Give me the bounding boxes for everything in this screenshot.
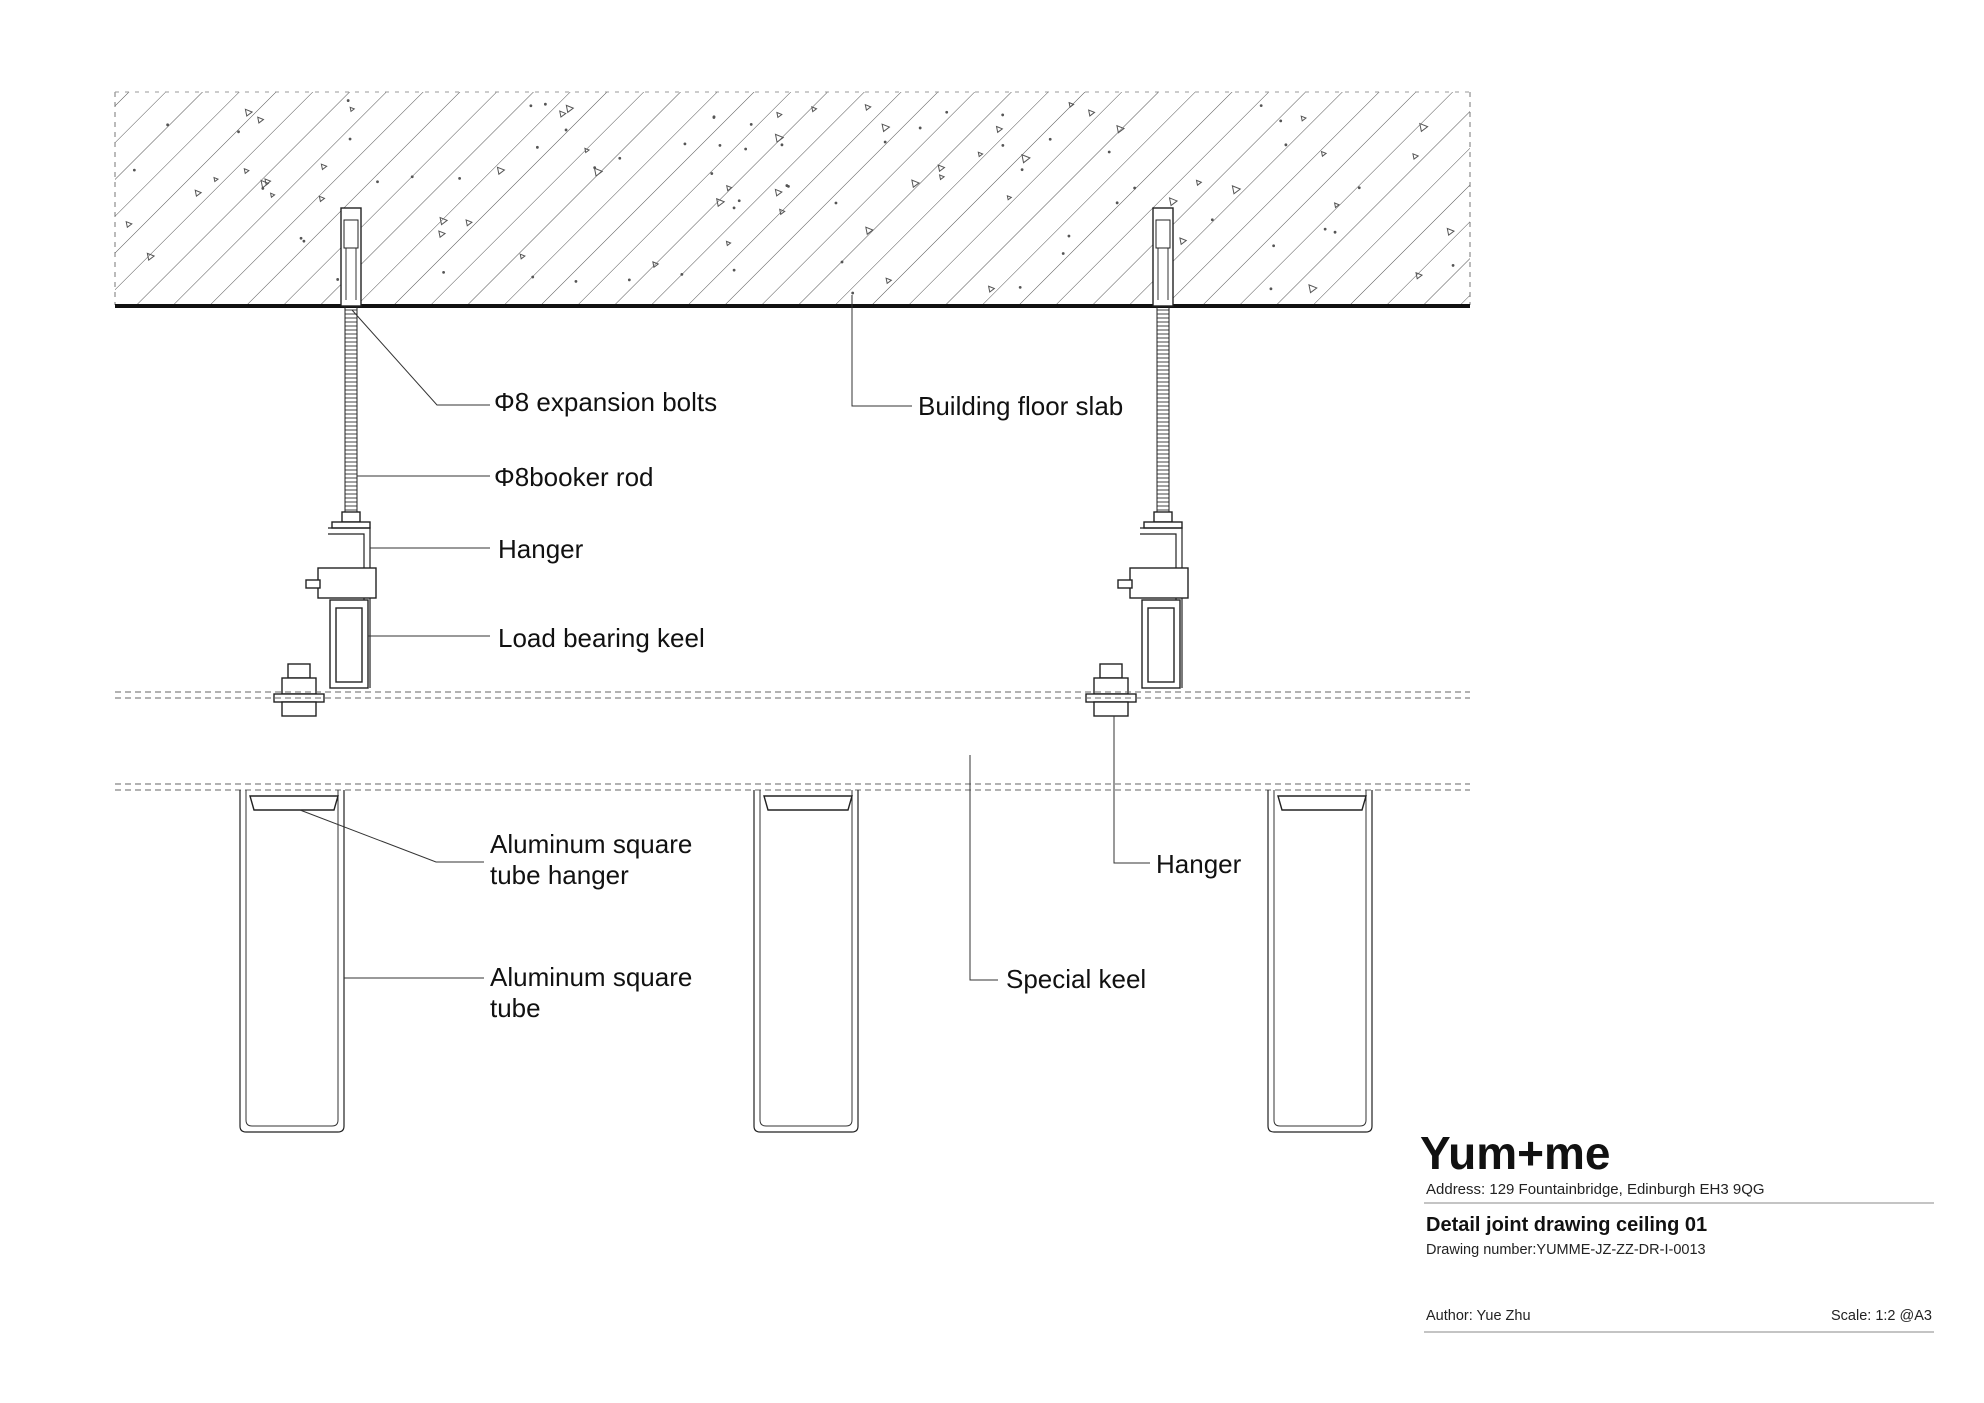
label-booker-rod: Φ8booker rod: [494, 462, 654, 492]
hanger-bracket: [305, 527, 377, 688]
aluminum-square-tube-hanger: [249, 795, 339, 811]
expansion-bolt: [1152, 207, 1174, 307]
lower-hanger-clip: [273, 663, 325, 717]
title-block: Yum+me Address: 129 Fountainbridge, Edin…: [1420, 1127, 1934, 1333]
drawing-number: Drawing number:YUMME-JZ-ZZ-DR-I-0013: [1426, 1242, 1706, 1258]
scale: Scale: 1:2 @A3: [1831, 1308, 1932, 1324]
label-tube-hanger-line2: tube hanger: [490, 860, 629, 890]
address: Address: 129 Fountainbridge, Edinburgh E…: [1426, 1181, 1765, 1198]
callout-labels: Φ8 expansion bolts Building floor slab Φ…: [490, 387, 1242, 1023]
label-hanger-right: Hanger: [1156, 849, 1242, 879]
label-hanger-top: Hanger: [498, 534, 584, 564]
special-keel: [115, 691, 1470, 791]
brand-logo: Yum+me: [1420, 1127, 1611, 1179]
drawing-title: Detail joint drawing ceiling 01: [1426, 1214, 1707, 1236]
aluminum-square-tube-hanger: [763, 795, 853, 811]
aluminum-square-tube-1: [239, 790, 345, 1133]
label-tube-line1: Aluminum square: [490, 962, 692, 992]
aluminum-square-tube-3: [1267, 790, 1373, 1133]
left-suspension-assembly: [273, 207, 377, 717]
label-tube-hanger-line1: Aluminum square: [490, 829, 692, 859]
aluminum-square-tube-2: [753, 790, 859, 1133]
label-floor-slab: Building floor slab: [918, 391, 1123, 421]
label-tube-line2: tube: [490, 993, 541, 1023]
aluminum-square-tube-hanger: [1277, 795, 1367, 811]
right-suspension-assembly: [1085, 207, 1189, 717]
booker-rod: [1156, 305, 1170, 517]
label-special-keel: Special keel: [1006, 964, 1146, 994]
label-load-bearing-keel: Load bearing keel: [498, 623, 705, 653]
lower-hanger-clip: [1085, 663, 1137, 717]
booker-rod: [344, 305, 358, 517]
author: Author: Yue Zhu: [1426, 1308, 1531, 1324]
expansion-bolt: [340, 207, 362, 307]
load-bearing-keel: [1141, 599, 1181, 689]
hanger-bracket: [1117, 527, 1189, 688]
load-bearing-keel: [329, 599, 369, 689]
floor-slab: [114, 91, 1471, 308]
leader-lines: [299, 295, 1150, 981]
label-expansion-bolts: Φ8 expansion bolts: [494, 387, 717, 417]
